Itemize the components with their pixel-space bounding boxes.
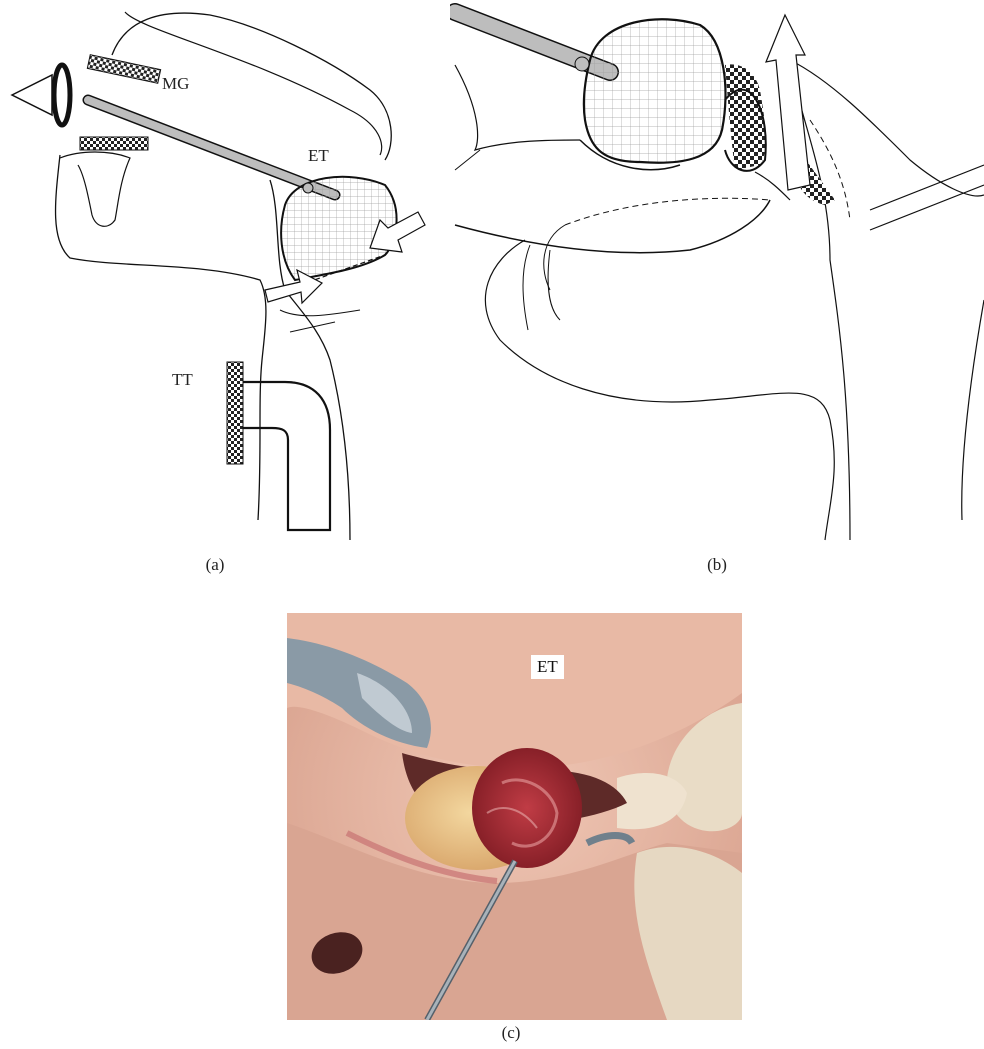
panel-c-photo: ET — [287, 613, 742, 1020]
panel-a-svg — [0, 0, 440, 545]
mouth-gag-upper — [87, 55, 160, 84]
panel-b-diagram — [450, 0, 984, 545]
dissection-arrow-up — [766, 15, 810, 190]
epiglottis — [280, 310, 360, 316]
eye-icon — [12, 75, 52, 115]
tonsil-grid — [584, 19, 726, 162]
label-tt: TT — [172, 370, 193, 390]
tissue-checker — [725, 64, 766, 170]
palate-outline — [56, 155, 266, 520]
tube-holder — [227, 362, 243, 464]
caption-c: (c) — [481, 1023, 541, 1043]
tongue-outline — [60, 152, 130, 226]
caption-b: (b) — [687, 555, 747, 575]
tonsil-bleeding — [472, 748, 582, 868]
panel-a-diagram: MG ET TT — [0, 0, 440, 545]
tracheal-tube — [240, 382, 330, 530]
label-et: ET — [308, 146, 329, 166]
caption-a: (a) — [185, 555, 245, 575]
surgical-photo — [287, 613, 742, 1020]
label-mg: MG — [162, 74, 189, 94]
face-outline — [112, 13, 391, 160]
dissection-arrow-curve — [755, 172, 790, 200]
mouth-gag-lower — [80, 137, 148, 150]
label-et: ET — [531, 655, 564, 679]
panel-b-svg — [450, 0, 984, 545]
